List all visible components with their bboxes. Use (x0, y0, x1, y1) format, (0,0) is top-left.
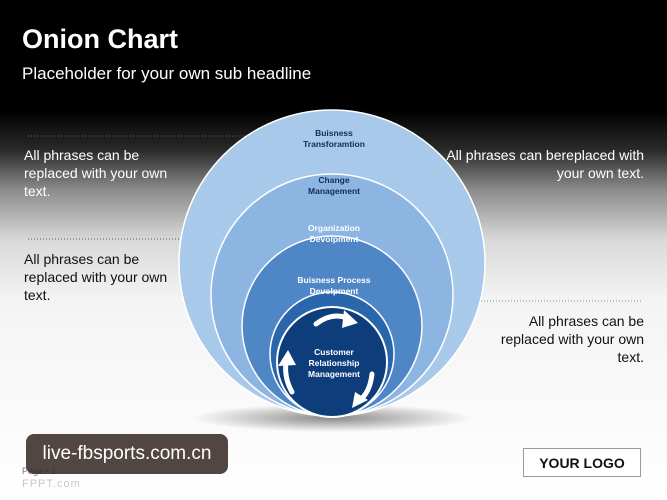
onion-label-line: Management (308, 369, 360, 379)
slide-subtitle: Placeholder for your own sub headline (22, 64, 312, 83)
onion-label-line: Devolpment (310, 234, 359, 244)
watermark-overlay: live-fbsports.com.cn (26, 434, 228, 474)
phrase-left-top: All phrases can be replaced with your ow… (24, 147, 168, 199)
phrase-left-mid: All phrases can be replaced with your ow… (24, 251, 168, 303)
cycle-arrows-icon (278, 310, 375, 408)
onion-label-line: Devolpment (310, 286, 359, 296)
onion-label-line: Buisness Process (297, 275, 371, 285)
logo-placeholder: YOUR LOGO (523, 448, 641, 477)
onion-label-line: Customer (314, 347, 354, 357)
onion-label-line: Management (308, 186, 360, 196)
phrase-right-top: All phrases can bereplaced with your own… (446, 147, 644, 181)
phrase-right-bottom: All phrases can be replaced with your ow… (500, 313, 644, 365)
slide-title: Onion Chart (22, 24, 178, 54)
onion-label-line: Change (318, 175, 349, 185)
onion-layer-5 (276, 306, 388, 418)
footer-brand: FPPT.com (22, 478, 81, 490)
onion-label-line: Organization (308, 223, 360, 233)
onion-label-line: Relationship (308, 358, 359, 368)
onion-label-line: Transforamtion (303, 139, 365, 149)
onion-label-line: Buisness (315, 128, 353, 138)
